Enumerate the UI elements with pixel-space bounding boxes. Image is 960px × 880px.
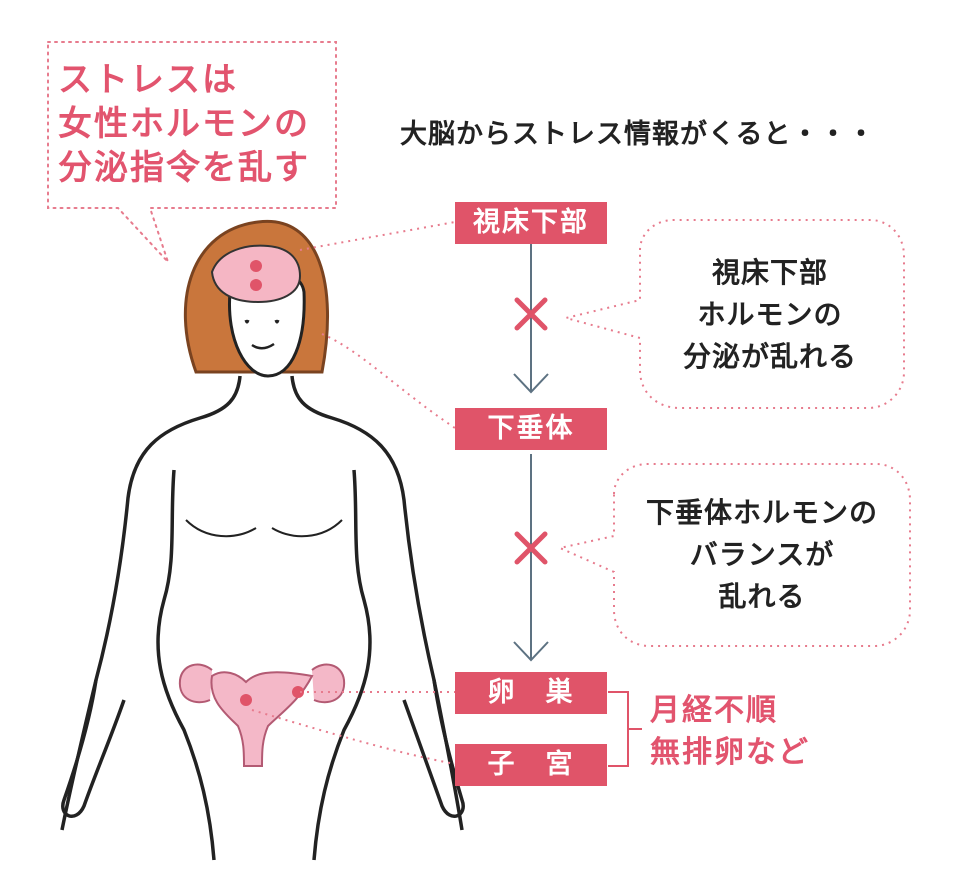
connector-brain-hypothalamus xyxy=(300,222,455,250)
bubble-2: 下垂体ホルモンの バランスが 乱れる xyxy=(622,492,902,618)
body-outline-right xyxy=(292,376,462,830)
eye-right xyxy=(276,320,278,322)
body-outline xyxy=(62,376,240,830)
result-text: 月経不順 無排卵など xyxy=(650,690,810,774)
bubble-2-line-1: 下垂体ホルモンの xyxy=(622,492,902,534)
eye-left xyxy=(246,320,248,322)
brain-highlight xyxy=(212,246,300,302)
bubble-1-line-2: ホルモンの xyxy=(654,294,886,336)
node-pituitary: 下垂体 xyxy=(455,408,607,450)
bust-line xyxy=(186,520,342,536)
arm-left xyxy=(63,680,124,816)
reproductive-organs xyxy=(180,665,344,766)
callout-line-2: 女性ホルモンの xyxy=(58,102,328,146)
node-hypothalamus: 視床下部 xyxy=(455,202,607,244)
stress-callout: ストレスは 女性ホルモンの 分泌指令を乱す xyxy=(58,58,328,190)
brain-dot-lower xyxy=(250,279,262,291)
result-bracket xyxy=(608,692,642,766)
bubble-1-line-1: 視床下部 xyxy=(654,252,886,294)
ovary-dot xyxy=(240,694,252,706)
bubble-2-line-3: 乱れる xyxy=(622,576,902,618)
node-uterus: 子 宮 xyxy=(455,744,607,786)
result-line-1: 月経不順 xyxy=(650,690,810,732)
bubble-1: 視床下部 ホルモンの 分泌が乱れる xyxy=(654,252,886,378)
callout-line-1: ストレスは xyxy=(58,58,328,102)
bubble-2-line-2: バランスが xyxy=(622,534,902,576)
connector-hair-pituitary xyxy=(322,334,455,428)
intro-text: 大脳からストレス情報がくると・・・ xyxy=(400,112,875,151)
bubble-1-line-3: 分泌が乱れる xyxy=(654,336,886,378)
result-line-2: 無排卵など xyxy=(650,732,810,774)
callout-line-3: 分泌指令を乱す xyxy=(58,146,328,190)
brain-dot-upper xyxy=(250,260,262,272)
node-ovary: 卵 巣 xyxy=(455,672,607,714)
